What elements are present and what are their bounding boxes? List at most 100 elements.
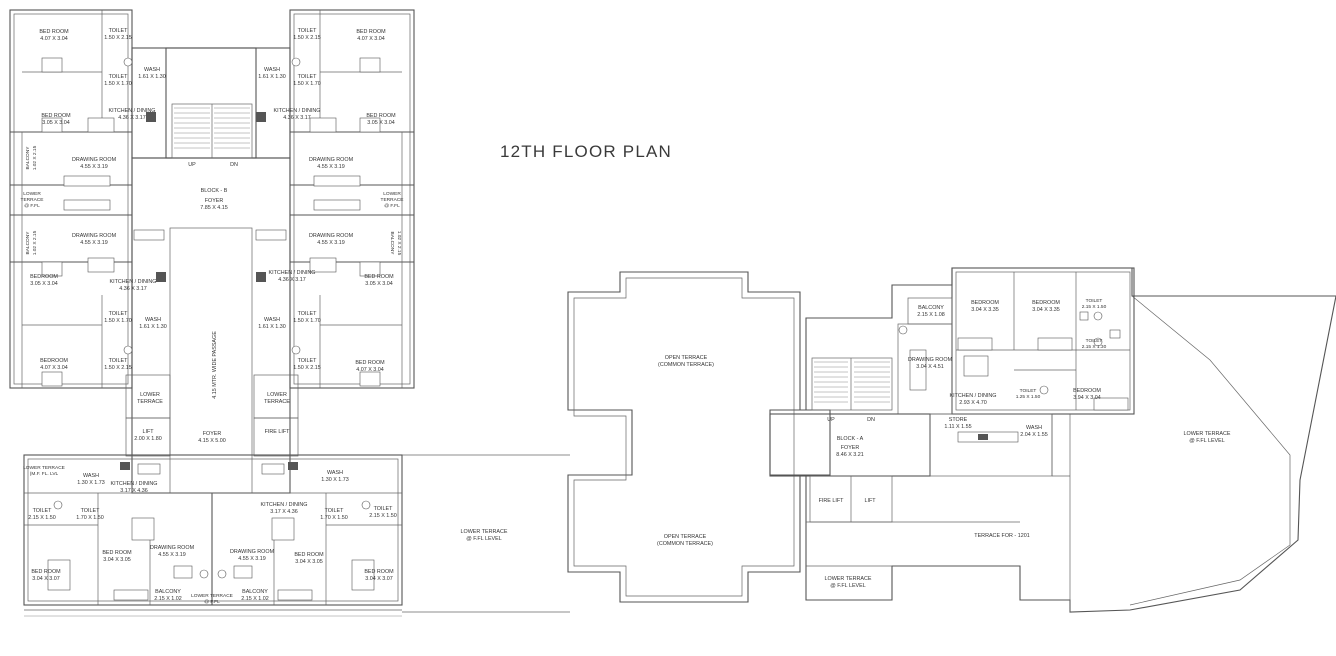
- room-size: 3.04 X 3.05: [295, 559, 323, 565]
- room-size: 3.17 X 4.36: [270, 509, 298, 515]
- room-label: BALCONY: [155, 589, 181, 595]
- room-label: WASH: [144, 67, 160, 73]
- room-size: 4.55 X 3.19: [238, 556, 266, 562]
- room-size: 3.05 X 3.04: [42, 120, 70, 126]
- room-size: 1.02 X 2.15: [32, 230, 38, 255]
- passage-label: 4.15 MTR. WIDE PASSAGE: [212, 331, 218, 399]
- room-size: 4.07 X 3.04: [40, 365, 68, 371]
- room-size: 3.05 X 3.04: [365, 281, 393, 287]
- room-size: 3.04 X 3.07: [32, 576, 60, 582]
- room-size: 4.36 X 3.17: [283, 115, 311, 121]
- room-label: FOYER: [205, 198, 224, 204]
- room-label: FOYER: [841, 445, 860, 451]
- room-label: KITCHEN / DINING: [268, 270, 315, 276]
- room-label: KITCHEN / DINING: [108, 108, 155, 114]
- room-size: 2.93 X 4.70: [959, 400, 987, 406]
- terrace-label: @ F.FL LEVEL: [830, 583, 866, 589]
- room-label: TOILET: [109, 28, 128, 34]
- room-size: 3.04 X 3.05: [103, 557, 131, 563]
- room-label: DRAWING ROOM: [72, 233, 117, 239]
- terrace-label: LOWER: [383, 191, 401, 197]
- terrace-label: @ F.FL LEVEL: [466, 536, 502, 542]
- room-size: 4.55 X 3.19: [317, 164, 345, 170]
- block-b-top-left-labels: BED ROOM 4.07 X 3.04 TOILET 1.50 X 2.15 …: [25, 28, 166, 170]
- room-label: WASH: [83, 473, 99, 479]
- room-label: WASH: [264, 67, 280, 73]
- room-size: 3.04 X 3.35: [1032, 307, 1060, 313]
- room-size: 3.05 X 3.04: [30, 281, 58, 287]
- room-label: BALCONY: [389, 232, 395, 256]
- block-b-mid-left-labels: BALCONY 1.02 X 2.15 DRAWING ROOM 4.55 X …: [25, 230, 167, 371]
- room-label: WASH: [327, 470, 343, 476]
- room-label: BED ROOM: [355, 360, 385, 366]
- terrace-label: (M.F. FL. LVL: [30, 471, 59, 477]
- room-label: WASH: [264, 317, 280, 323]
- room-label: BEDROOM: [30, 274, 58, 280]
- room-label: BED ROOM: [294, 552, 324, 558]
- room-label: BALCONY: [242, 589, 268, 595]
- terrace-label: OPEN TERRACE: [664, 534, 707, 540]
- block-a-fixtures: [898, 311, 1129, 443]
- room-size: 3.17 X 4.36: [120, 488, 148, 494]
- room-label: TOILET: [1086, 298, 1103, 304]
- room-size: 4.55 X 3.19: [80, 164, 108, 170]
- terrace-label: LOWER TERRACE: [825, 576, 872, 582]
- block-a-labels: BALCONY 2.15 X 1.08 BEDROOM 3.04 X 3.35 …: [819, 298, 1231, 589]
- room-size: 2.00 X 1.80: [134, 436, 162, 442]
- room-label: TOILET: [109, 74, 128, 80]
- terrace-label: (COMMON TERRACE): [658, 362, 714, 368]
- room-label: TOILET: [109, 311, 128, 317]
- terrace-label: OPEN TERRACE: [665, 355, 708, 361]
- terrace-label: LOWER: [23, 191, 41, 197]
- room-size: 1.70 X 1.50: [320, 515, 348, 521]
- room-label: WASH: [1026, 425, 1042, 431]
- block-b-mid-right-labels: DRAWING ROOM 4.55 X 3.19 BED ROOM 3.05 X…: [258, 233, 394, 373]
- room-size: 1.50 X 1.70: [293, 81, 321, 87]
- room-label: BED ROOM: [364, 569, 394, 575]
- room-label: BED ROOM: [356, 29, 386, 35]
- terrace-label: @ F.FL: [24, 203, 40, 209]
- block-label: BLOCK - B: [201, 188, 228, 194]
- room-label: STORE: [949, 417, 968, 423]
- fire-lift-label: FIRE LIFT: [265, 429, 291, 435]
- room-label: BALCONY: [918, 305, 944, 311]
- room-size: 3.94 X 3.04: [1073, 395, 1101, 401]
- room-size: 1.61 X 1.30: [139, 324, 167, 330]
- room-size: 1.50 X 2.15: [104, 35, 132, 41]
- room-size: 1.30 X 1.73: [77, 480, 105, 486]
- block-b-walls: [9, 9, 415, 617]
- terrace-labels: LOWER TERRACE @ F.FL LEVEL OPEN TERRACE …: [461, 355, 715, 547]
- stair-up-label: UP: [188, 162, 196, 168]
- room-label: TOILET: [1086, 338, 1103, 344]
- block-label: BLOCK - A: [837, 436, 864, 442]
- room-label: BED ROOM: [39, 29, 69, 35]
- room-size: 3.04 X 4.51: [916, 364, 944, 370]
- room-size: 1.61 X 1.30: [258, 74, 286, 80]
- block-b-bottom-right-labels: WASH 1.30 X 1.73 KITCHEN / DINING 3.17 X…: [230, 470, 397, 602]
- room-size: 2.15 X 1.50: [28, 515, 56, 521]
- room-label: KITCHEN / DINING: [949, 393, 996, 399]
- room-label: DRAWING ROOM: [72, 157, 117, 163]
- room-size: 1.61 X 1.30: [258, 324, 286, 330]
- room-size: 1.61 X 1.30: [138, 74, 166, 80]
- room-label: BED ROOM: [366, 113, 396, 119]
- room-label: BALCONY: [25, 146, 31, 170]
- room-size: 4.15 X 5.00: [198, 438, 226, 444]
- room-label: DRAWING ROOM: [908, 357, 953, 363]
- terrace-label: TERRACE FOR - 1201: [974, 533, 1029, 539]
- room-label: KITCHEN / DINING: [260, 502, 307, 508]
- lift-label: LIFT: [864, 498, 876, 504]
- room-size: 8.46 X 3.21: [836, 452, 864, 458]
- terrace-label: LOWER: [140, 392, 160, 398]
- room-size: 2.15 X 1.08: [917, 312, 945, 318]
- room-size: 2.15 X 1.50: [1082, 304, 1107, 310]
- block-b-core-labels: LOWER TERRACE LOWER TERRACE LIFT 2.00 X …: [134, 392, 290, 444]
- room-size: 1.30 X 1.73: [321, 477, 349, 483]
- block-b-fixtures: [41, 57, 381, 601]
- plan-title: 12TH FLOOR PLAN: [500, 142, 672, 161]
- room-size: 2.15 X 1.02: [241, 596, 269, 602]
- room-label: BED ROOM: [41, 113, 71, 119]
- link-walls: [402, 271, 831, 613]
- block-b-bottom-left-labels: LOWER TERRACE (M.F. FL. LVL WASH 1.30 X …: [23, 465, 233, 605]
- room-label: BEDROOM: [1073, 388, 1101, 394]
